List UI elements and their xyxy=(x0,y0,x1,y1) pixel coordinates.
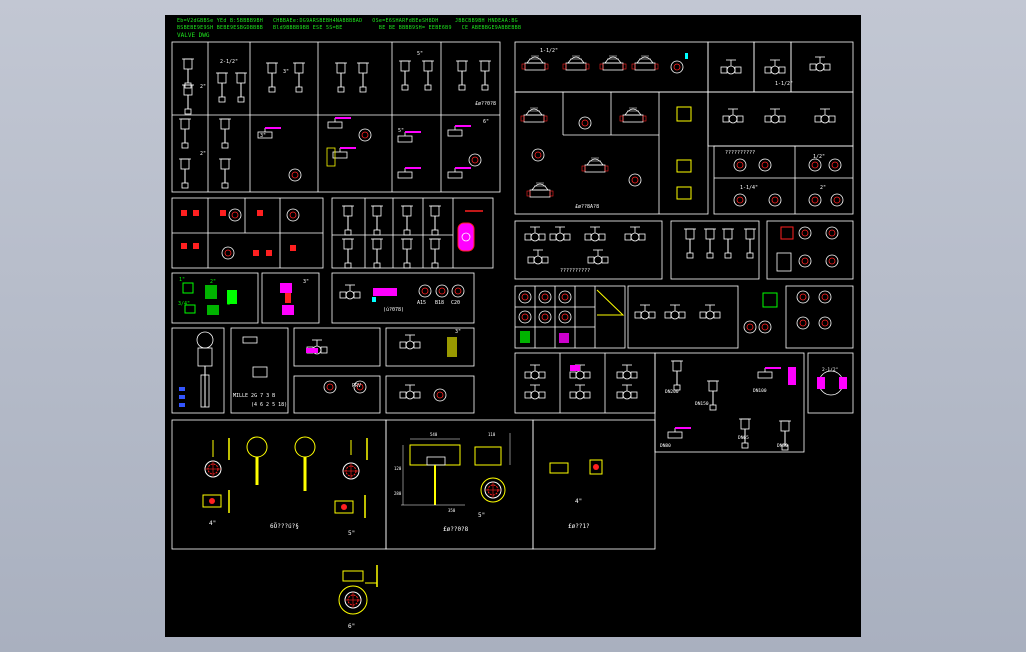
panel-actuator-valves[interactable] xyxy=(171,327,475,414)
label-5: 5" xyxy=(417,51,423,57)
label-4-small: 4" xyxy=(575,498,582,505)
label-dn65: DN65 xyxy=(738,435,749,441)
label-prv: PRV xyxy=(352,383,361,389)
code-label-7: ?????????? xyxy=(725,150,755,156)
actuator-panel-labels: MILLE 2G 7 3 B (4 6 2 5 18) PRV 3" xyxy=(233,329,461,408)
dn-panel-labels: DN200 DN150 DN100 DN80 DN65 DN50 2-1/2" xyxy=(660,367,838,449)
label-5-large: 5" xyxy=(348,530,355,537)
label-2d: 2" xyxy=(210,279,216,285)
dn-valve-icons xyxy=(524,360,847,451)
label-6: 6" xyxy=(483,119,489,125)
panel-dn-valves[interactable] xyxy=(514,352,854,453)
drawing-canvas: 2-1/2" 2" 3" 5" 6" 3" 2" 5" £ø??0?8 xyxy=(171,41,854,630)
label-3-4: 3/4" xyxy=(178,301,190,307)
label-2: 2" xyxy=(200,84,206,90)
butterfly-valve-6in xyxy=(338,565,378,615)
vertical-valve-icons xyxy=(178,58,492,189)
label-6-bottom: 6" xyxy=(348,623,355,630)
label-dn150: DN150 xyxy=(695,401,709,407)
code-label-3: £ø??0?8 xyxy=(443,526,469,533)
dim-540: 540 xyxy=(430,432,438,437)
colored-valve-icons xyxy=(182,282,465,315)
code-label-2: £ø??8A?8 xyxy=(575,204,599,210)
label-a15: A15 xyxy=(417,300,426,306)
ball-valve-icons xyxy=(181,205,483,269)
cad-drawing-viewport[interactable]: Eb=V2dGBBSe YEd B:5BBBB9BH CHBBAEe:DG9AR… xyxy=(165,15,861,637)
label-1: 1" xyxy=(179,277,185,283)
label-3c: 3" xyxy=(227,301,233,307)
label-3b: 3" xyxy=(260,133,266,139)
colored-panel-labels: 1" 2" 3/4" 3" 3" (ú?078) A15 B18 C20 xyxy=(178,277,460,313)
header-note-line-2: BSBEBE9E9SH BEBE9ESBGDBBBB Bld9BBBB9BB E… xyxy=(177,25,522,31)
panel1-labels: 2-1/2" 2" 3" 5" 6" 3" 2" 5" £ø??0?8 xyxy=(200,51,496,157)
label-dn80: DN80 xyxy=(660,443,671,449)
label-2b: 2" xyxy=(200,151,206,157)
gate-valve-icons xyxy=(520,53,844,207)
actuator-valve-icons xyxy=(179,331,457,408)
check-valve-icons xyxy=(518,226,839,343)
label-c20: C20 xyxy=(451,300,460,306)
label-4-large: 4" xyxy=(209,520,216,527)
label-1-1-2b: 1-1/2" xyxy=(775,81,793,87)
label-5-dim: 5" xyxy=(478,512,485,519)
panel-large-butterfly[interactable] xyxy=(171,419,656,550)
code-label-8: (ú?078) xyxy=(383,306,404,313)
label-2-1-2c: 2-1/2" xyxy=(822,367,838,373)
panel-colored-valves[interactable] xyxy=(171,272,475,324)
label-dn50: DN50 xyxy=(777,443,788,449)
panel-vertical-valves[interactable] xyxy=(171,41,501,193)
label-mille-1: MILLE 2G 7 3 B xyxy=(233,393,275,399)
panel-gate-valves[interactable] xyxy=(514,41,854,215)
label-mille-2: (4 6 2 5 18) xyxy=(251,402,287,408)
panel-check-valves[interactable] xyxy=(514,220,854,349)
code-label-5: £ø??1? xyxy=(568,523,590,530)
code-label-1: £ø??0?8 xyxy=(475,101,496,107)
label-3: 3" xyxy=(283,69,289,75)
gate-panel-labels: 1-1/2" 1-1/2" £ø??8A?8 ?????????? 1/2" 1… xyxy=(540,48,826,210)
label-2-1-2: 2-1/2" xyxy=(220,59,238,65)
dim-280: 280 xyxy=(394,491,402,496)
label-dn200: DN200 xyxy=(665,389,679,395)
label-5b: 5" xyxy=(398,128,404,134)
label-1-1-2: 1-1/2" xyxy=(540,48,558,54)
large-butterfly-icons xyxy=(202,433,603,518)
header-note-line-1: Eb=V2dGBBSe YEd B:5BBBB9BH CHBBAEe:DG9AR… xyxy=(177,18,518,24)
label-1-1-4: 1-1/4" xyxy=(740,185,758,191)
dim-350: 350 xyxy=(448,508,456,513)
label-b18: B18 xyxy=(435,300,444,306)
label-dn100: DN100 xyxy=(753,388,767,394)
check-panel-labels: ?????????? xyxy=(560,268,590,274)
dimension-labels: 540 110 120 280 350 xyxy=(394,432,496,513)
label-3d: 3" xyxy=(303,279,309,285)
dim-120: 120 xyxy=(394,466,402,471)
dim-110: 110 xyxy=(488,432,496,437)
label-2c: 2" xyxy=(820,185,826,191)
drawing-title: VALVE DWG xyxy=(177,32,210,39)
code-label-9: ?????????? xyxy=(560,268,590,274)
code-label-6: 6Ö???ú?§ xyxy=(270,523,299,530)
label-3e: 3" xyxy=(455,329,461,335)
panel-ball-valves[interactable] xyxy=(171,197,494,269)
large-panel-labels: 4" 6Ö???ú?§ 5" 5" £ø??0?8 4" £ø??1? 6" xyxy=(209,498,590,630)
label-1-2: 1/2" xyxy=(813,154,825,160)
